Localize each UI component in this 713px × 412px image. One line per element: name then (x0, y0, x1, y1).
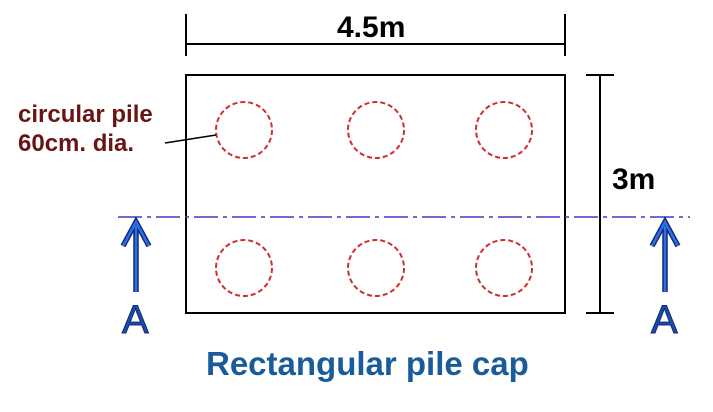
pile-cap-outline (185, 74, 566, 314)
pile-circle (347, 239, 405, 297)
piles (215, 101, 533, 297)
pile-note: circular pile 60cm. dia. (18, 100, 153, 158)
pile-note-line2: 60cm. dia. (18, 130, 135, 157)
pile-note-line1: circular pile (18, 101, 153, 128)
pile-circle (215, 101, 273, 159)
pile-leader-line (164, 134, 217, 144)
section-arrow-right (649, 216, 681, 292)
section-label-left: A (122, 298, 150, 342)
pile-circle (475, 101, 533, 159)
pile-circle (347, 101, 405, 159)
pile-circle (475, 239, 533, 297)
pile-circle (215, 239, 273, 297)
height-dimension (586, 74, 614, 314)
width-dimension (185, 14, 566, 56)
width-label: 4.5m (337, 11, 406, 44)
section-arrow-left (120, 216, 152, 292)
height-label: 3m (612, 163, 656, 196)
section-label-right: A (651, 298, 679, 342)
diagram-caption: Rectangular pile cap (206, 345, 529, 382)
